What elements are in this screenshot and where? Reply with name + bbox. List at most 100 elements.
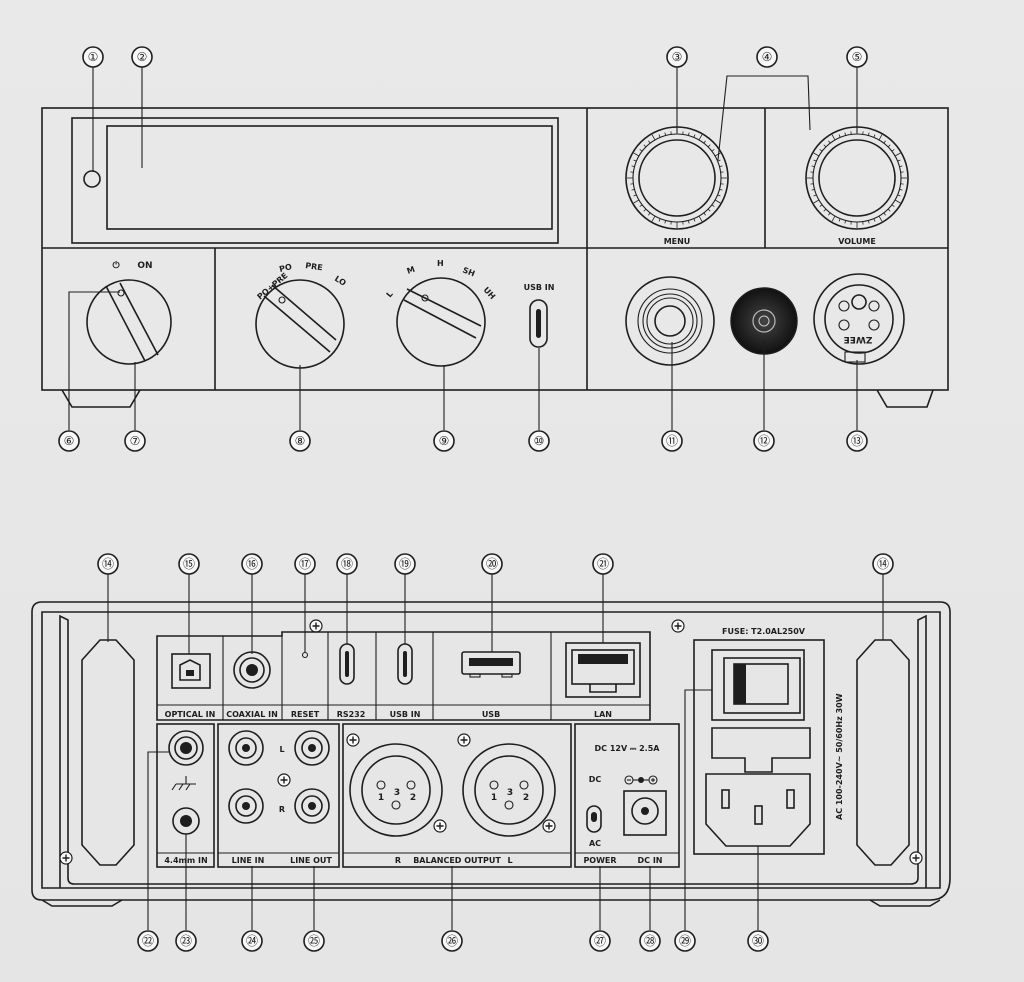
menu-label: MENU xyxy=(664,237,691,246)
rear-usb-c-input[interactable]: USB IN xyxy=(390,643,421,719)
knob-tick xyxy=(868,220,870,224)
front-usb-c-port[interactable]: USB IN xyxy=(524,283,555,348)
headphone-xlr-4pin[interactable]: ZWEE xyxy=(813,273,905,365)
gain-switch[interactable]: L M H SH UH xyxy=(385,259,497,367)
screw-icon xyxy=(909,851,923,865)
svg-text:㉘: ㉘ xyxy=(644,934,656,948)
dc-power-section[interactable]: DC 12V ⎓ 2.5A DC AC POWER DC IN xyxy=(583,744,667,865)
rs232-port[interactable]: RS232 xyxy=(337,643,366,719)
callout-14-left: ⑭ xyxy=(97,553,119,575)
xlr-r-pin-1: 1 xyxy=(378,793,384,803)
callout-28: ㉘ xyxy=(639,930,661,952)
knob-tick xyxy=(831,134,836,141)
power-on-label: ON xyxy=(137,261,152,271)
reset-button[interactable]: RESET xyxy=(291,651,320,720)
svg-text:㉒: ㉒ xyxy=(142,934,154,948)
gain-h-label: H xyxy=(437,259,444,268)
svg-text:⑲: ⑲ xyxy=(399,557,411,571)
callout-7: ⑦ xyxy=(124,430,146,452)
knob-tick xyxy=(639,204,643,207)
knob-tick xyxy=(891,149,895,152)
callout-15: ⑮ xyxy=(178,553,200,575)
svg-text:㉗: ㉗ xyxy=(594,934,606,948)
ac-rocker-switch[interactable] xyxy=(711,649,805,721)
reset-label: RESET xyxy=(291,710,320,719)
svg-text:㉑: ㉑ xyxy=(597,557,609,571)
callout-30: ㉚ xyxy=(747,930,769,952)
vent-left xyxy=(81,639,135,866)
svg-text:⑰: ⑰ xyxy=(299,557,311,571)
knob-tick xyxy=(838,218,841,222)
knob-tick xyxy=(703,140,706,144)
callout-1: ① xyxy=(82,46,104,68)
knob-tick xyxy=(873,218,876,222)
volume-knob[interactable]: VOLUME xyxy=(805,126,909,246)
vent-right xyxy=(856,639,910,866)
svg-text:④: ④ xyxy=(762,50,773,64)
callout-6: ⑥ xyxy=(58,430,80,452)
line-out-label: LINE OUT xyxy=(290,856,332,865)
headphone-jack-6-35mm[interactable] xyxy=(625,276,715,366)
rca-l-label: L xyxy=(279,745,284,754)
knob-tick xyxy=(899,165,903,167)
dc-in-label: DC IN xyxy=(638,856,663,865)
power-rotary-switch[interactable]: ⏻ ON xyxy=(86,260,172,365)
dc-in-jack[interactable] xyxy=(623,790,667,836)
power-label: POWER xyxy=(583,856,616,865)
knob-tick xyxy=(693,218,696,222)
knob-tick xyxy=(844,220,846,224)
knob-tick xyxy=(823,144,827,148)
ac-spec-label: AC 100-240V~ 50/60Hz 30W xyxy=(835,693,844,820)
usb-in-label: USB IN xyxy=(524,283,555,292)
knob-tick xyxy=(651,215,656,222)
callout-8: ⑧ xyxy=(289,430,311,452)
svg-text:②: ② xyxy=(137,50,148,64)
standby-icon: ⏻ xyxy=(112,260,120,271)
power-toggle-switch[interactable] xyxy=(586,805,602,833)
balanced-output-label: BALANCED OUTPUT xyxy=(413,856,501,865)
gain-m-label: M xyxy=(406,265,417,276)
callout-5: ⑤ xyxy=(846,46,868,68)
menu-knob[interactable]: MENU xyxy=(625,126,729,246)
balanced-xlr-outputs[interactable]: 1 3 2 1 3 2 R BALANCED OUTPUT L xyxy=(349,743,556,865)
mode-po-label: PO xyxy=(278,262,293,274)
knob-tick xyxy=(831,215,836,222)
callout-12: ⑫ xyxy=(753,430,775,452)
knob-tick xyxy=(719,165,723,167)
callout-13: ⑬ xyxy=(846,430,868,452)
svg-text:①: ① xyxy=(88,50,99,64)
svg-text:⑥: ⑥ xyxy=(64,434,75,448)
iec-inlet[interactable] xyxy=(705,773,811,847)
xlr-l-pin-1: 1 xyxy=(491,793,497,803)
callout-leaders xyxy=(68,67,884,930)
knob-tick xyxy=(894,199,901,204)
lan-port[interactable]: LAN xyxy=(565,642,641,719)
volume-label: VOLUME xyxy=(838,237,876,246)
usb-a-port[interactable]: USB xyxy=(461,651,521,719)
callout-23: ㉓ xyxy=(175,930,197,952)
screw-icon xyxy=(346,733,360,747)
knob-tick xyxy=(868,132,870,136)
knob-tick xyxy=(813,159,817,162)
svg-text:㉕: ㉕ xyxy=(308,934,320,948)
knob-tick xyxy=(828,140,831,144)
optical-input[interactable]: OPTICAL IN xyxy=(165,653,216,719)
callout-17: ⑰ xyxy=(294,553,316,575)
rca-r-label: R xyxy=(279,805,285,814)
svg-text:⑱: ⑱ xyxy=(341,557,353,571)
dc-polarity-icon xyxy=(624,775,658,785)
callout-20: ⑳ xyxy=(481,553,503,575)
rca-jacks[interactable]: L R LINE IN LINE OUT xyxy=(228,730,332,865)
display-screen xyxy=(71,117,559,244)
coaxial-input[interactable]: COAXIAL IN xyxy=(226,651,278,719)
knob-tick xyxy=(887,144,891,148)
svg-text:㉚: ㉚ xyxy=(752,934,764,948)
svg-text:⑭: ⑭ xyxy=(877,557,889,571)
knob-tick xyxy=(823,208,827,212)
knob-tick xyxy=(633,152,640,157)
ac-power-module[interactable]: FUSE: T2.0AL250V AC 100-240V~ 50/60Hz 30… xyxy=(693,627,844,855)
knob-tick xyxy=(703,212,706,216)
fuse-holder[interactable] xyxy=(711,727,811,773)
callout-21: ㉑ xyxy=(592,553,614,575)
output-mode-switch[interactable]: PO+PRE PO PRE LO xyxy=(255,261,348,369)
